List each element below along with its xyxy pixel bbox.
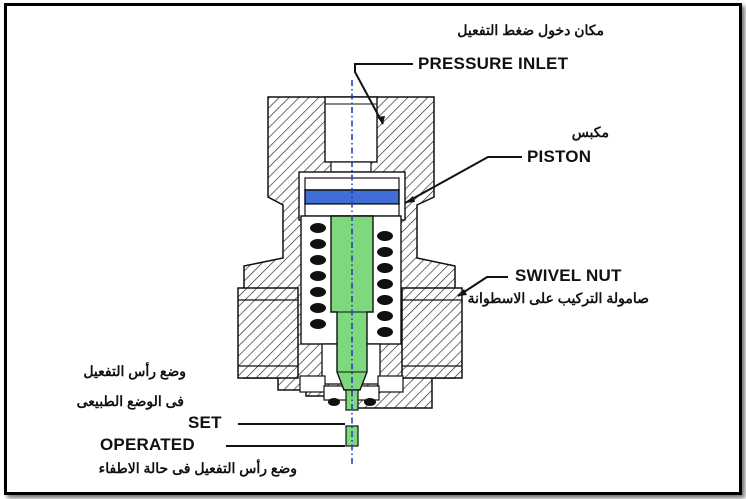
set-ar-label-line2: فى الوضع الطبيعى [76,393,184,409]
pressure-inlet-ar-label: مكان دخول ضغط التفعيل [457,22,604,38]
bottom-gaskets [328,398,376,406]
leader-piston [404,156,522,204]
spring-right [377,231,393,337]
leader-pressure-inlet [354,63,413,125]
swivel-nut-ar-label: صامولة التركيب على الاسطوانة [467,290,649,306]
swivel-nut-right [401,287,463,379]
inlet-bore [324,96,378,163]
swivel-nut-left [237,287,299,379]
set-label: SET [188,413,222,432]
piston-ar-label: مكبس [571,124,609,140]
leader-swivel-nut [457,276,508,297]
piston-stem [330,215,374,391]
spring-left [310,223,326,329]
set-ar-label-line1: وضع رأس التفعيل [83,363,186,379]
piston-label: PISTON [527,147,592,166]
operated-label: OPERATED [100,435,195,454]
operated-ar-label: وضع رأس التفعيل فى حالة الاطفاء [98,460,297,476]
pressure-inlet-label: PRESSURE INLET [418,54,569,73]
swivel-nut-label: SWIVEL NUT [515,266,622,285]
